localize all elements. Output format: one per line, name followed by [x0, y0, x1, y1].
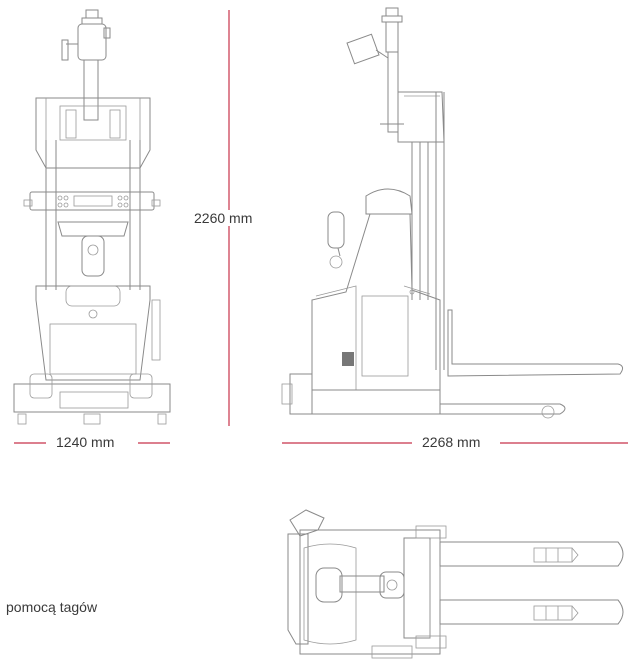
length-label: 2268 mm [418, 434, 485, 450]
front-view [13, 9, 171, 425]
side-view [281, 7, 624, 419]
height-label: 2260 mm [190, 210, 257, 226]
top-view [287, 509, 624, 659]
side-text: pomocą tagów [6, 599, 98, 615]
width-label: 1240 mm [52, 434, 119, 450]
